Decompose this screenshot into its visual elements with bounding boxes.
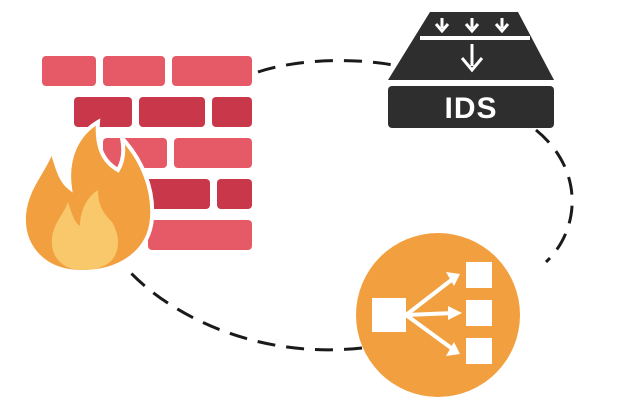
connectors [126,59,574,352]
ids-label: IDS [444,92,497,125]
ids-appliance-icon: IDS [388,12,554,128]
load-balancer-icon [356,233,520,397]
ids-tray-line [420,36,530,40]
ids-arrows [434,18,510,73]
flame-inner [51,190,118,270]
flame [21,118,155,275]
ids-base [388,86,554,128]
connector-firewall-to-ids [257,59,399,74]
load-balancer-glyph [372,262,492,364]
load-balancer-arrows [404,272,462,356]
firewall-icon [21,56,252,275]
connector-ids-to-load-balancer [535,128,574,264]
connector-load-balancer-to-firewall [126,268,363,352]
